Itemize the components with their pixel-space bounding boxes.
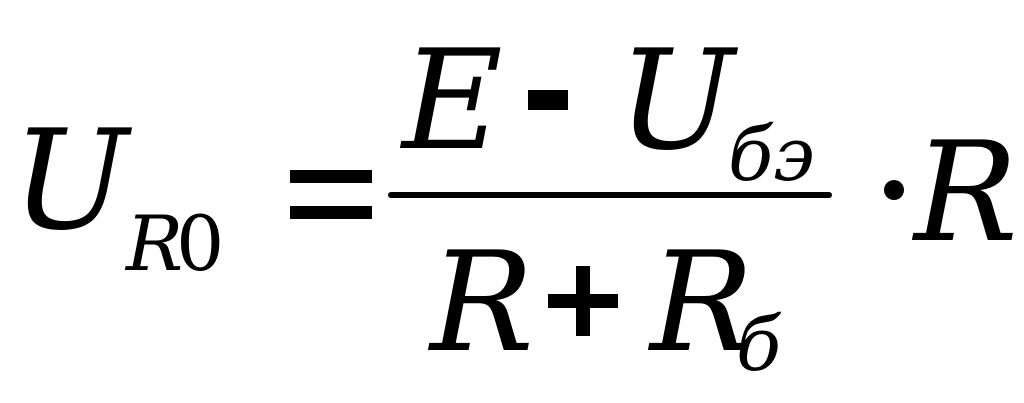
- denominator-term-2: R: [650, 222, 754, 383]
- minus-sign: [528, 90, 568, 110]
- lhs-variable: U: [12, 100, 129, 261]
- fraction-bar: [388, 192, 832, 198]
- numerator-term-1: E: [402, 20, 503, 181]
- numerator-term-2: U: [618, 20, 735, 181]
- lhs-subscript-number: 0: [176, 199, 225, 288]
- denominator-term-2-subscript: б: [736, 302, 782, 388]
- numerator-term-2-subscript: бэ: [728, 112, 815, 198]
- multiply-dot: [884, 180, 904, 200]
- denominator-term-1: R: [430, 222, 534, 383]
- multiplier-variable: R: [914, 112, 1018, 273]
- equals-bar-top: [290, 170, 372, 183]
- lhs-subscript-variable: R: [126, 199, 184, 288]
- equals-bar-bottom: [290, 206, 372, 219]
- plus-bar-vertical: [576, 266, 590, 336]
